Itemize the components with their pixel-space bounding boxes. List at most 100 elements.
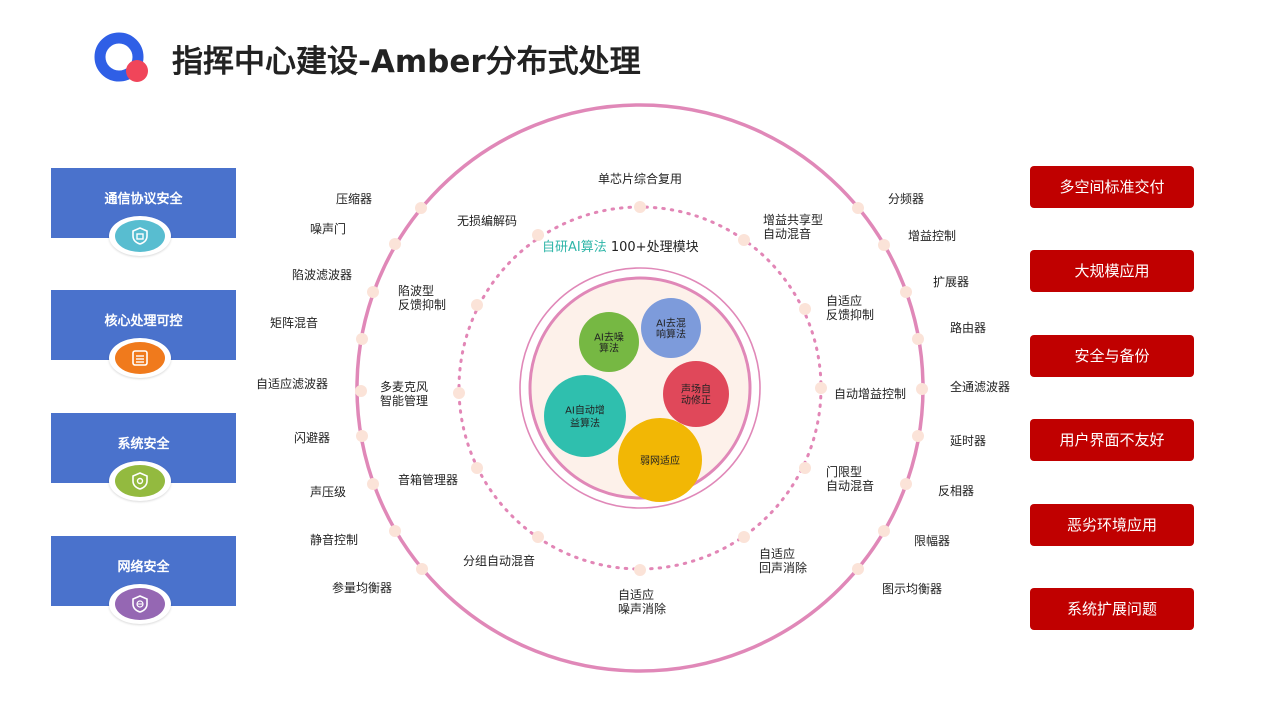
middle-ring-node	[532, 229, 544, 241]
feature-button-ui-unfriendly[interactable]: 用户界面不友好	[1030, 419, 1194, 461]
card-label: 核心处理可控	[104, 314, 183, 329]
outer-label-crossover: 分频器	[888, 192, 925, 206]
badge	[109, 216, 171, 256]
middle-ring-node	[799, 303, 811, 315]
middle-label-notch-feedback: 陷波型 反馈抑制	[398, 284, 447, 312]
outer-label-compressor: 压缩器	[335, 192, 372, 206]
middle-ring-node	[634, 201, 646, 213]
middle-label-aec: 自适应 回声消除	[759, 547, 808, 575]
middle-label-adaptive-feedback: 自适应 反馈抑制	[826, 294, 875, 322]
outer-label-ducker: 闪避器	[293, 431, 330, 445]
outer-ring-node	[416, 563, 428, 575]
outer-label-limiter: 限幅器	[914, 534, 951, 548]
page-title: 指挥中心建设-Amber分布式处理	[172, 44, 641, 80]
outer-ring-node	[389, 238, 401, 250]
middle-label-speaker-manager: 音箱管理器	[398, 473, 459, 487]
outer-label-gain-control: 增益控制	[908, 229, 957, 243]
middle-label-gain-sharing: 增益共享型 自动混音	[763, 213, 824, 241]
middle-ring-node	[634, 564, 646, 576]
badge	[109, 584, 171, 624]
core-outer-ring	[519, 267, 761, 509]
outer-label-adaptive-filter: 自适应滤波器	[255, 377, 328, 391]
middle-label-gated-mixer: 门限型 自动混音	[826, 465, 875, 493]
outer-ring-node	[852, 563, 864, 575]
feature-button-security-backup[interactable]: 安全与备份	[1030, 335, 1194, 377]
outer-label-spl: 声压级	[309, 485, 346, 499]
middle-label-group-mixer: 分组自动混音	[463, 554, 536, 568]
algorithm-bubble	[544, 375, 626, 457]
algorithm-bubble	[641, 298, 701, 358]
algorithm-bubble	[579, 312, 639, 372]
outer-ring-node	[415, 202, 427, 214]
outer-ring-node	[367, 286, 379, 298]
outer-ring-node	[356, 333, 368, 345]
outer-label-graphic-eq: 图示均衡器	[882, 582, 943, 596]
middle-label-single-chip: 单芯片综合复用	[597, 172, 682, 186]
list-control-icon	[132, 350, 148, 366]
middle-label-agc: 自动增益控制	[834, 387, 907, 401]
shield-protocol-icon	[132, 227, 148, 245]
middle-label-anc: 自适应 噪声消除	[618, 588, 667, 616]
outer-label-parametric-eq: 参量均衡器	[331, 581, 392, 595]
outer-ring-node	[852, 202, 864, 214]
middle-ring-node	[532, 531, 544, 543]
outer-ring-node	[900, 286, 912, 298]
feature-button-system-expansion[interactable]: 系统扩展问题	[1030, 588, 1194, 630]
badge	[109, 338, 171, 378]
card-label: 网络安全	[117, 560, 170, 575]
outer-ring-node	[355, 385, 367, 397]
middle-label-lossless-codec: 无损编解码	[457, 214, 518, 228]
algorithm-bubble-label: AI去噪算法	[594, 332, 624, 355]
logo-ring	[94, 32, 144, 82]
outer-label-expander: 扩展器	[933, 275, 970, 289]
middle-ring-node	[738, 234, 750, 246]
core-heading-highlight: 自研AI算法	[542, 240, 607, 255]
outer-ring-node	[912, 333, 924, 345]
feature-button-harsh-environment[interactable]: 恶劣环境应用	[1030, 504, 1194, 546]
algorithm-bubble-label: AI去混响算法	[656, 318, 686, 341]
outer-label-noise-gate: 噪声门	[309, 222, 346, 236]
outer-ring-node	[878, 239, 890, 251]
badge	[109, 461, 171, 501]
algorithm-bubble	[618, 418, 702, 502]
outer-label-allpass-filter: 全通滤波器	[950, 380, 1011, 394]
outer-ring-node	[389, 525, 401, 537]
core-heading-rest: 100+处理模块	[606, 240, 699, 255]
feature-button-large-scale[interactable]: 大规模应用	[1030, 250, 1194, 292]
badge-inner	[115, 220, 165, 252]
algorithm-bubble-label: AI自动增益算法	[565, 404, 605, 430]
outer-label-delay: 延时器	[950, 434, 987, 448]
outer-ring-node	[356, 430, 368, 442]
outer-label-matrix-mixer: 矩阵混音	[269, 316, 318, 330]
brand-logo-icon	[94, 32, 148, 82]
outer-ring-node	[900, 478, 912, 490]
card-core-control: 核心处理可控	[51, 290, 236, 378]
core-heading: 自研AI算法 100+处理模块	[542, 240, 702, 256]
shield-gear-icon	[132, 472, 148, 490]
middle-ring-node	[471, 299, 483, 311]
algorithm-bubble-label: 弱网适应	[640, 454, 680, 467]
middle-ring-node	[738, 531, 750, 543]
middle-label-multi-mic: 多麦克风 智能管理	[380, 380, 429, 408]
outer-ring-node	[878, 525, 890, 537]
algorithm-bubble-label: 声场自动修正	[681, 383, 711, 407]
card-network-security: 网络安全	[51, 536, 236, 624]
middle-ring-node	[799, 462, 811, 474]
card-label: 系统安全	[117, 437, 170, 452]
logo-dot	[126, 60, 148, 82]
badge-inner	[115, 342, 165, 374]
feature-button-multispace-delivery[interactable]: 多空间标准交付	[1030, 166, 1194, 208]
algorithm-bubble	[663, 361, 729, 427]
outer-ring-node	[916, 383, 928, 395]
shield-globe-icon	[132, 595, 148, 613]
outer-label-notch-filter: 陷波滤波器	[291, 268, 352, 282]
outer-ring-node	[912, 430, 924, 442]
card-system-security: 系统安全	[51, 413, 236, 501]
middle-ring-node	[453, 387, 465, 399]
card-label: 通信协议安全	[104, 192, 183, 207]
card-protocol-security: 通信协议安全	[51, 168, 236, 256]
badge-inner	[115, 588, 165, 620]
outer-label-router: 路由器	[950, 321, 987, 335]
middle-ring-node	[815, 382, 827, 394]
